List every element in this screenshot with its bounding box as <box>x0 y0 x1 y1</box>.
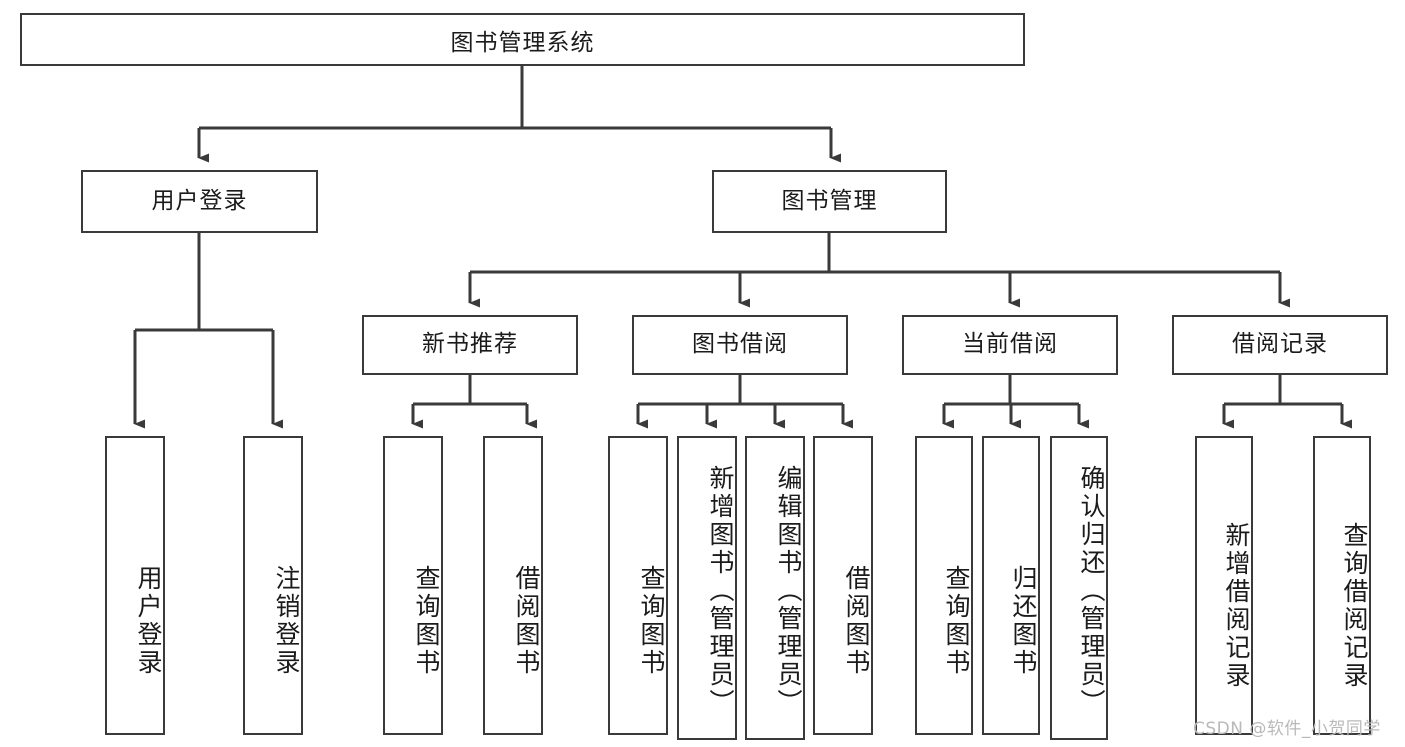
leaf-new-book-query[interactable]: 查询图书 <box>383 436 443 735</box>
leaf-book-borrow-edit-admin[interactable]: 编辑图书（管理员） <box>745 436 805 740</box>
leaf-book-borrow-add-admin[interactable]: 新增图书（管理员） <box>677 436 737 740</box>
node-book-management[interactable]: 图书管理 <box>712 170 947 233</box>
node-borrow-record[interactable]: 借阅记录 <box>1172 315 1388 375</box>
leaf-borrow-record-add[interactable]: 新增借阅记录 <box>1195 436 1253 735</box>
leaf-book-borrow-query[interactable]: 查询图书 <box>608 436 668 735</box>
node-new-book-recommend[interactable]: 新书推荐 <box>362 315 578 375</box>
node-root-system[interactable]: 图书管理系统 <box>20 13 1025 66</box>
watermark-csdn: CSDN @软件_小贺同学 <box>1193 719 1381 739</box>
leaf-new-book-borrow[interactable]: 借阅图书 <box>483 436 543 735</box>
leaf-user-login-login[interactable]: 用户登录 <box>105 436 165 735</box>
node-book-borrow[interactable]: 图书借阅 <box>632 315 848 375</box>
leaf-user-login-logout[interactable]: 注销登录 <box>243 436 303 735</box>
leaf-book-borrow-borrow[interactable]: 借阅图书 <box>813 436 873 735</box>
leaf-current-borrow-return[interactable]: 归还图书 <box>982 436 1040 735</box>
leaf-current-borrow-query[interactable]: 查询图书 <box>915 436 973 735</box>
leaf-borrow-record-query[interactable]: 查询借阅记录 <box>1313 436 1371 735</box>
node-user-login[interactable]: 用户登录 <box>81 170 318 233</box>
node-current-borrow[interactable]: 当前借阅 <box>902 315 1118 375</box>
leaf-current-borrow-confirm-admin[interactable]: 确认归还（管理员） <box>1050 436 1108 740</box>
